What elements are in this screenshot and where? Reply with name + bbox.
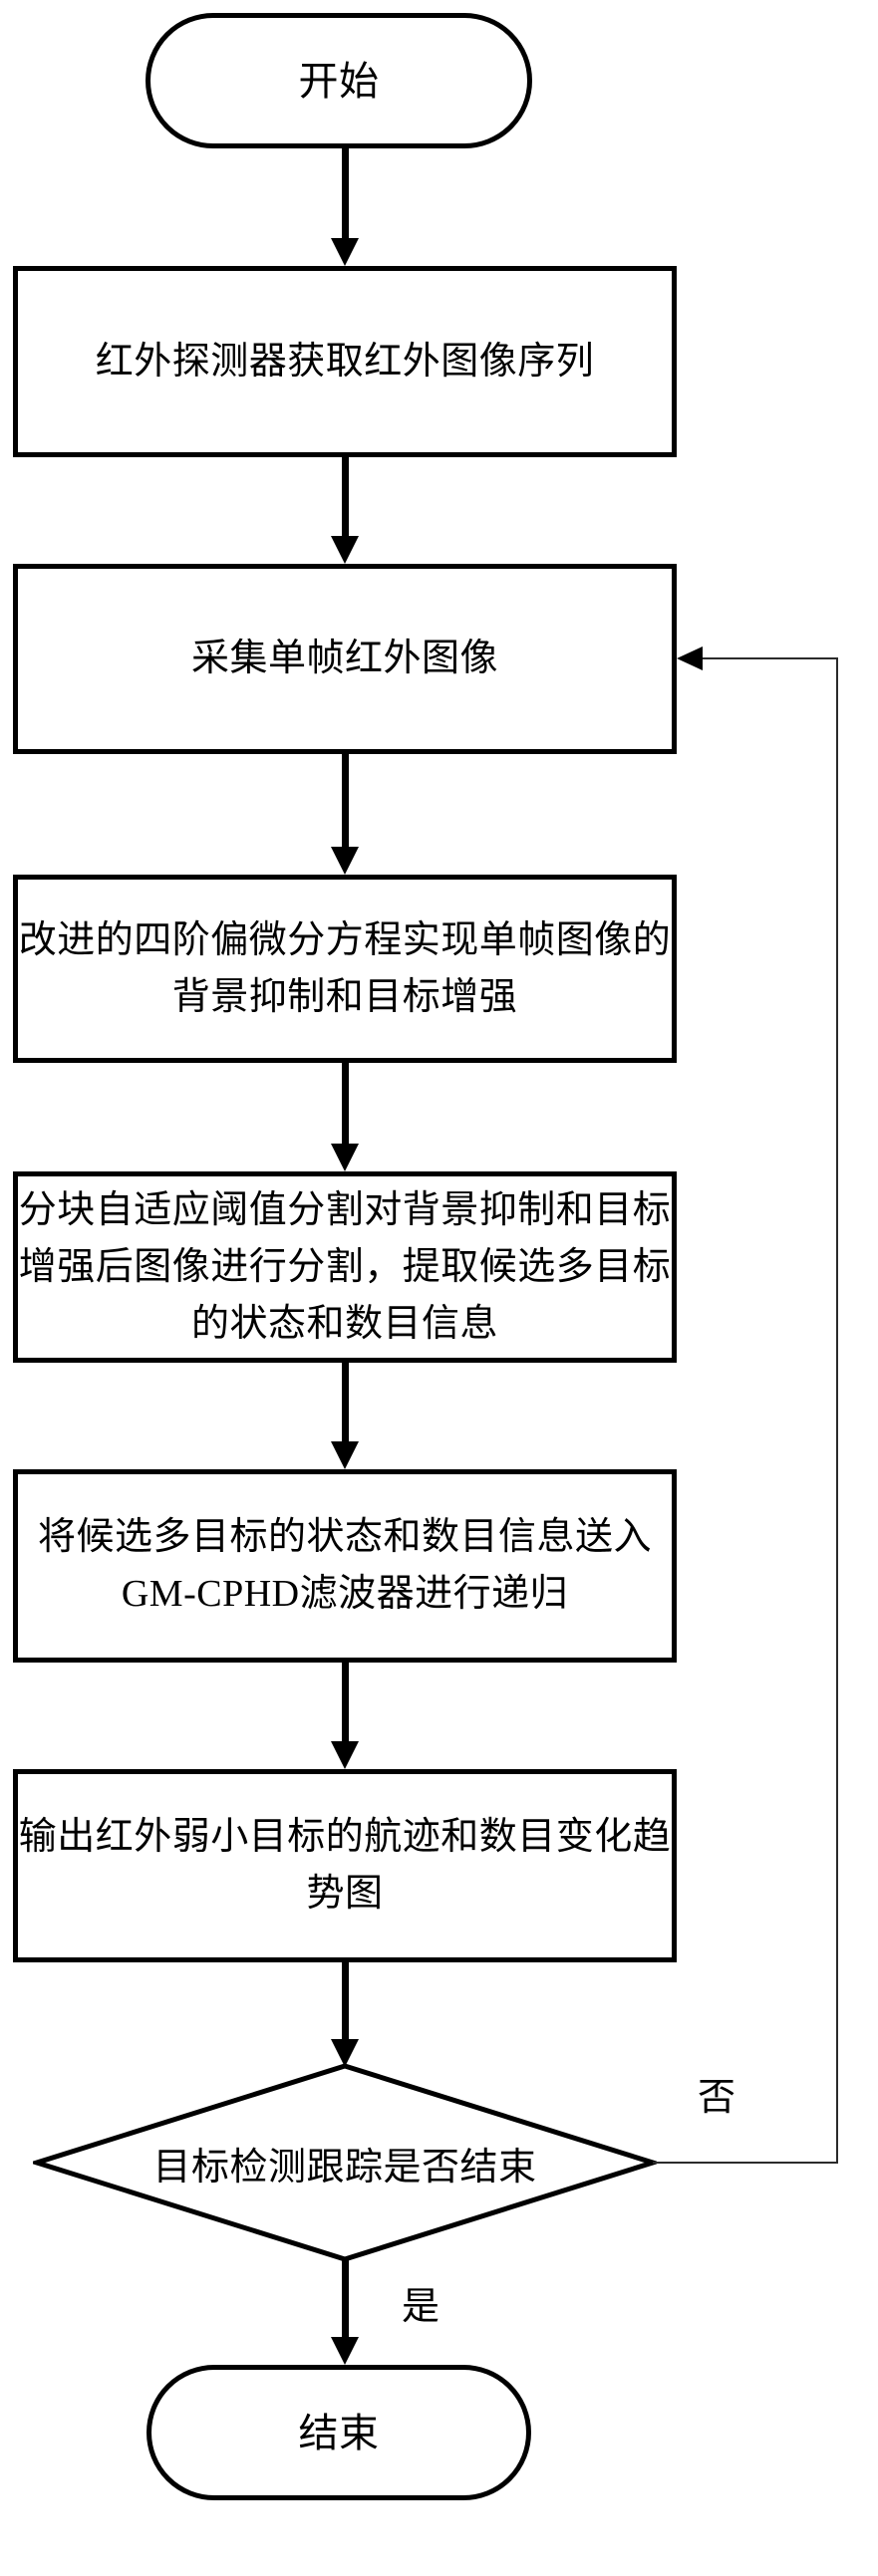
process-acquire-sequence: 红外探测器获取红外图像序列 xyxy=(13,266,677,457)
start-node-label: 开始 xyxy=(298,58,380,104)
process-background-suppression-label: 改进的四阶偏微分方程实现单帧图像的 背景抑制和目标增强 xyxy=(18,918,672,1018)
feedback-line-horizontal-top xyxy=(699,657,838,659)
start-node: 开始 xyxy=(146,13,532,148)
end-node: 结束 xyxy=(146,2365,531,2500)
arrowhead-cphd-output xyxy=(331,1741,359,1769)
arrowhead-feedback-capture xyxy=(677,646,703,670)
end-node-label: 结束 xyxy=(298,2410,380,2455)
arrow-cphd-output xyxy=(342,1661,349,1743)
arrow-decision-end xyxy=(342,2257,349,2341)
process-output: 输出红外弱小目标的航迹和数目变化趋 势图 xyxy=(13,1769,677,1962)
arrow-acquire-capture xyxy=(342,455,349,540)
feedback-line-horizontal-bottom xyxy=(653,2162,838,2164)
arrowhead-acquire-capture xyxy=(331,536,359,564)
arrow-output-decision xyxy=(342,1960,349,2041)
process-output-label: 输出红外弱小目标的航迹和数目变化趋 势图 xyxy=(18,1816,672,1915)
arrowhead-segmentation-cphd xyxy=(331,1441,359,1469)
branch-label-yes: 是 xyxy=(402,2286,440,2328)
arrow-segmentation-cphd xyxy=(342,1361,349,1443)
process-segmentation: 分块自适应阈值分割对背景抑制和目标 增强后图像进行分割，提取候选多目标 的状态和… xyxy=(13,1171,677,1363)
decision-node-label: 目标检测跟踪是否结束 xyxy=(152,2146,537,2189)
arrowhead-capture-pde xyxy=(331,847,359,875)
feedback-line-vertical xyxy=(836,658,838,2164)
arrowhead-output-decision xyxy=(331,2039,359,2067)
process-gm-cphd-label: 将候选多目标的状态和数目信息送入 GM-CPHD滤波器进行递归 xyxy=(37,1516,652,1615)
arrowhead-pde-segmentation xyxy=(331,1144,359,1171)
process-capture-frame-label: 采集单帧红外图像 xyxy=(190,638,498,679)
process-background-suppression: 改进的四阶偏微分方程实现单帧图像的 背景抑制和目标增强 xyxy=(13,875,677,1063)
process-acquire-sequence-label: 红外探测器获取红外图像序列 xyxy=(95,340,595,383)
decision-node: 目标检测跟踪是否结束 xyxy=(63,2133,627,2192)
process-gm-cphd: 将候选多目标的状态和数目信息送入 GM-CPHD滤波器进行递归 xyxy=(13,1469,677,1663)
arrow-start-acquire xyxy=(342,146,349,242)
arrowhead-decision-end xyxy=(331,2337,359,2365)
process-segmentation-label: 分块自适应阈值分割对背景抑制和目标 增强后图像进行分割，提取候选多目标 的状态和… xyxy=(18,1188,672,1345)
arrow-capture-pde xyxy=(342,752,349,849)
arrow-pde-segmentation xyxy=(342,1061,349,1146)
arrowhead-start-acquire xyxy=(331,238,359,266)
process-capture-frame: 采集单帧红外图像 xyxy=(13,564,677,754)
branch-label-no: 否 xyxy=(698,2077,736,2119)
